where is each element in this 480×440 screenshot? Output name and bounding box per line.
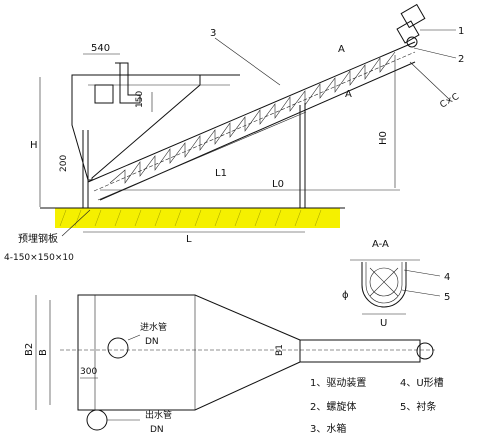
callout-5: 5 (444, 292, 450, 303)
screw-trough (87, 41, 416, 201)
liner-strip (365, 262, 403, 304)
dim-L: L (186, 234, 192, 245)
plan-tank-outline (77, 294, 301, 411)
spiral-flight (109, 51, 396, 184)
u-trough (361, 262, 407, 308)
screw-circle (369, 267, 399, 297)
legend: 1、驱动装置 4、U形槽 2、螺旋体 5、衬条 3、水箱 (310, 376, 444, 435)
callout-4: 4 (444, 272, 450, 283)
water-tank (71, 74, 201, 181)
plan-view: 进水管 DN 出水管 DN B2 B 300 B1 (24, 294, 435, 435)
inlet-label: 进水管 (140, 321, 167, 333)
dim-300: 300 (80, 367, 97, 377)
dim-B2: B2 (24, 343, 35, 356)
inlet-dn: DN (145, 337, 159, 347)
outlet-pipe-circle (86, 409, 108, 431)
dim-H: H (30, 140, 38, 151)
callout-1: 1 (458, 26, 464, 37)
callout-2: 2 (458, 54, 464, 65)
dim-H0: H0 (378, 131, 389, 145)
legend-item-1: 1、驱动装置 (310, 376, 366, 389)
outlet-dn: DN (150, 425, 164, 435)
dim-U: U (380, 318, 387, 329)
section-mark-top: A (338, 44, 345, 55)
dim-L1: L1 (215, 168, 227, 179)
outlet-label: 出水管 (145, 409, 172, 421)
inlet-pipe-circle (107, 337, 129, 359)
dim-540: 540 (91, 43, 110, 54)
embedded-plate-label: 预埋钢板 (18, 232, 58, 245)
ground-band (55, 208, 340, 228)
dim-200: 200 (59, 155, 69, 172)
legend-item-5: 5、衬条 (400, 400, 436, 413)
dim-B: B (38, 349, 49, 356)
dim-phi: ϕ (342, 290, 349, 301)
section-view: A-A ϕ U 4 5 (342, 239, 450, 329)
legend-item-2: 2、螺旋体 (310, 400, 356, 413)
drive-unit (396, 3, 426, 48)
section-title: A-A (372, 239, 389, 250)
ground-hatch (59, 209, 322, 227)
dim-150: 150 (135, 91, 145, 108)
dim-L1-line (97, 111, 307, 201)
legend-item-4: 4、U形槽 (400, 376, 444, 389)
embedded-plate-spec: 4-150×150×10 (4, 253, 74, 263)
overflow-box (94, 84, 114, 104)
callout-3: 3 (210, 28, 216, 39)
plan-drive (416, 342, 434, 360)
dim-L0: L0 (272, 179, 284, 190)
inlet-pipe (115, 62, 141, 104)
section-mark-bottom: A (345, 89, 352, 100)
dim-CxC: C×C (439, 92, 461, 111)
plan-trough (299, 339, 421, 363)
side-view: H 540 150 200 H0 L0 L1 L C×C A A 1 2 3 预… (4, 3, 464, 263)
legend-item-3: 3、水箱 (310, 422, 346, 435)
dim-B1: B1 (275, 344, 285, 356)
